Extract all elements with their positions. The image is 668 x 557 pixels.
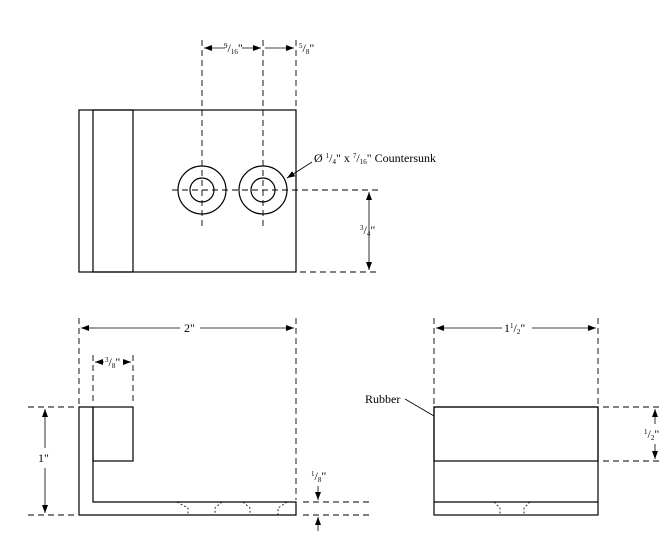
countersunk-callout: Ø 1/4" x 7/16" Countersunk xyxy=(314,151,436,166)
countersink-hidden-lines xyxy=(493,501,531,515)
height-label: 1" xyxy=(38,451,49,465)
rubber-width-label: 3/8" xyxy=(105,355,120,370)
hole-spacing-label: 9/16" xyxy=(224,41,243,56)
side-width-label: 11/2" xyxy=(504,321,525,336)
hole-edge-label: 5/8" xyxy=(299,41,314,56)
width-label: 2" xyxy=(184,321,195,335)
rubber-pad-top xyxy=(92,109,134,273)
rubber-leader xyxy=(404,398,435,417)
callout-leader xyxy=(286,161,313,179)
top-view: 9/16" 5/8" 3/4" Ø 1/4" x 7/16" Countersu… xyxy=(78,40,436,273)
front-view: 2" 3/8" 1" 1/8" xyxy=(28,318,372,531)
base-plate-top xyxy=(78,109,297,273)
rubber-label: Rubber xyxy=(365,392,400,406)
rubber-pad-side xyxy=(433,406,599,462)
side-view: 11/2" Rubber 1/2" xyxy=(365,318,662,516)
base-thickness-label: 1/8" xyxy=(311,469,326,484)
rubber-thickness-label: 1/2" xyxy=(644,427,659,442)
rubber-pad-front xyxy=(92,406,134,462)
hole-height-label: 3/4" xyxy=(360,223,375,238)
countersink-hidden-lines xyxy=(176,501,288,515)
